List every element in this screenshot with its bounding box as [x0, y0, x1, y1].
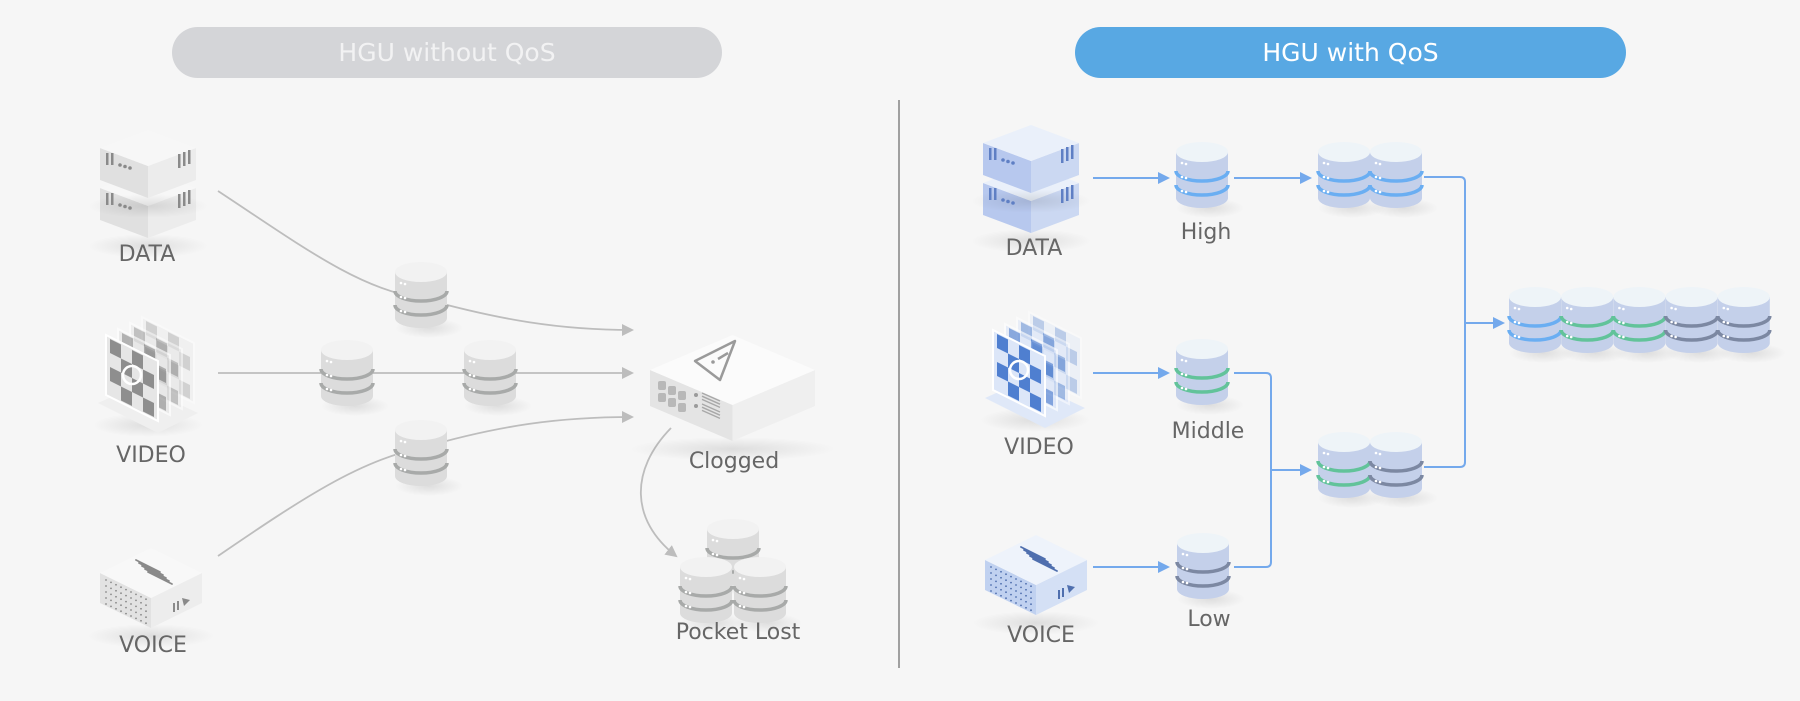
left-data-server-icon [88, 130, 208, 258]
left-label-data: DATA [118, 242, 176, 267]
merge-top-packet-2 [1368, 142, 1438, 218]
left-data-packet [393, 262, 463, 338]
right-voice-icon [972, 535, 1100, 635]
queue-low [1175, 533, 1245, 609]
merge-bottom-packet-2 [1368, 432, 1438, 508]
left-label-video: VIDEO [116, 443, 186, 468]
output-packet-5 [1716, 287, 1786, 363]
output-packet-1 [1507, 287, 1577, 363]
label-pocket-lost: Pocket Lost [675, 620, 801, 645]
right-label-voice: VOICE [1007, 623, 1075, 648]
output-packet-2 [1559, 287, 1630, 363]
merge-bottom-packet-1 [1316, 432, 1386, 508]
header-with-qos: HGU with QoS [1075, 27, 1626, 78]
left-label-voice: VOICE [119, 633, 187, 658]
left-video-packet-1 [319, 340, 389, 416]
left-voice-packet [393, 420, 463, 496]
right-arrows [1093, 172, 1505, 573]
left-arrows [217, 190, 678, 558]
right-label-data: DATA [1005, 236, 1063, 261]
warning-icon [693, 339, 737, 382]
merge-top-packet-1 [1316, 142, 1386, 218]
header-without-qos: HGU without QoS [172, 27, 722, 78]
right-video-icon [980, 310, 1090, 432]
lost-packet-right [732, 557, 802, 633]
label-low: Low [1187, 607, 1231, 632]
queue-middle [1174, 339, 1244, 415]
output-packet-4 [1663, 287, 1734, 363]
bracket-pairs [1424, 176, 1466, 468]
right-data-server-icon [971, 125, 1091, 253]
left-video-icon [93, 315, 203, 437]
left-video-packet-2 [462, 340, 532, 416]
output-packet-3 [1611, 287, 1682, 363]
label-clogged: Clogged [688, 449, 780, 474]
hgu-clogged-icon [629, 335, 836, 461]
left-voice-icon [87, 548, 215, 648]
right-label-video: VIDEO [1004, 435, 1074, 460]
label-high: High [1180, 220, 1232, 245]
lost-packet-left [678, 557, 748, 633]
label-middle: Middle [1171, 419, 1245, 444]
queue-high [1174, 142, 1244, 218]
